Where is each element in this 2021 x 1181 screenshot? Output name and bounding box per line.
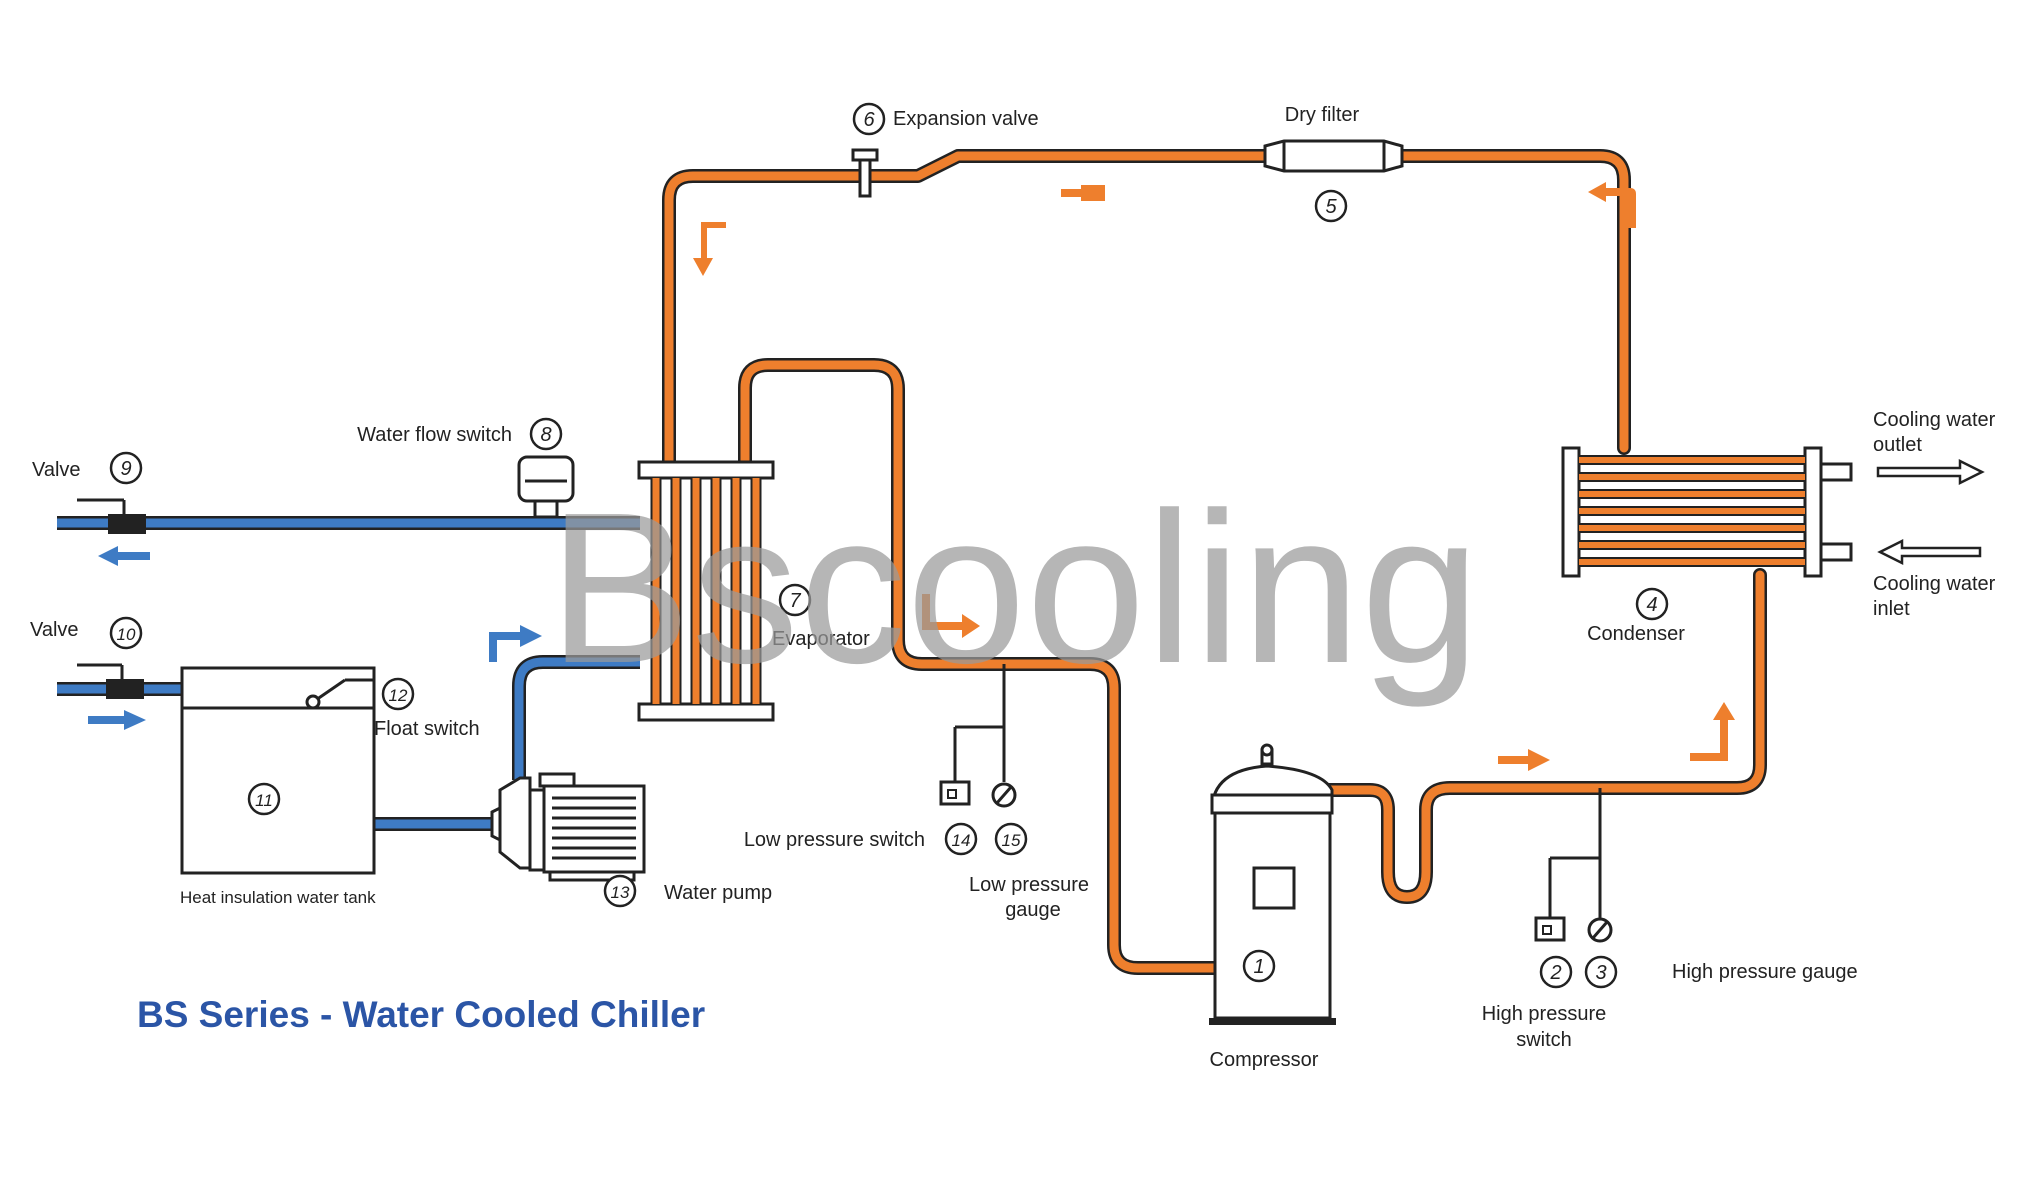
expansion-valve-number: 6 <box>863 109 875 131</box>
cooling-water-outlet-label-1: Cooling water <box>1873 409 1996 431</box>
water-flow-switch <box>517 455 575 519</box>
evaporator-number: 7 <box>789 590 801 612</box>
component-labels: Compressor High pressure switch High pre… <box>30 104 1996 1071</box>
arrow-right-outline-icon <box>1876 458 1985 486</box>
dry-filter-number: 5 <box>1325 196 1337 218</box>
high-pressure-switch-label-2: switch <box>1516 1029 1572 1051</box>
water-piping <box>57 516 640 831</box>
condenser <box>1561 446 1853 578</box>
component-number-circles <box>109 102 1669 989</box>
water-flow-switch-number: 8 <box>540 424 551 446</box>
compressor <box>1209 743 1336 1025</box>
arrow-right-icon <box>1498 749 1550 771</box>
component-numbers: 1 2 3 4 5 6 7 8 9 10 11 12 13 14 15 <box>117 109 1658 984</box>
compressor-number: 1 <box>1253 956 1264 978</box>
high-pressure-gauge-symbol <box>1587 917 1613 943</box>
arrow-up-icon <box>1690 702 1735 761</box>
cooling-water-outlet-label-2: outlet <box>1873 434 1922 456</box>
arrow-right-icon <box>88 710 146 730</box>
valve-inlet-label: Valve <box>30 619 79 641</box>
low-pressure-switch-number: 14 <box>952 831 971 850</box>
condenser-number: 4 <box>1646 594 1657 616</box>
valve-inlet <box>77 663 144 699</box>
arrow-down-icon <box>693 214 726 276</box>
evaporator <box>637 460 775 722</box>
low-pressure-gauge-label-1: Low pressure <box>969 874 1089 896</box>
expansion-valve <box>851 148 879 198</box>
arrow-left-outline-icon <box>1877 538 1982 566</box>
low-pressure-switch-symbol <box>939 780 971 806</box>
water-tank <box>180 666 376 875</box>
high-pressure-gauge-label: High pressure gauge <box>1672 961 1858 983</box>
condenser-label: Condenser <box>1587 623 1685 645</box>
arrow-left-icon <box>98 546 150 566</box>
watermark: Bscooling <box>548 467 1480 708</box>
arrow-corner-icon <box>1588 182 1636 228</box>
arrow-left-icon <box>1061 185 1105 201</box>
cooling-water-arrows <box>1876 458 1985 566</box>
arrow-up-right-icon <box>481 625 542 662</box>
water-flow-switch-label: Water flow switch <box>357 424 512 446</box>
float-switch-number: 12 <box>389 686 408 705</box>
low-pressure-gauge-label-2: gauge <box>1005 899 1061 921</box>
water-flow-arrows <box>88 546 542 730</box>
valve-outlet <box>77 498 146 534</box>
cooling-water-inlet-label-2: inlet <box>1873 598 1910 620</box>
high-pressure-taps <box>1548 788 1602 918</box>
water-tank-label: Heat insulation water tank <box>180 888 376 907</box>
dry-filter <box>1263 139 1404 173</box>
high-pressure-switch-symbol <box>1534 916 1566 942</box>
expansion-valve-label: Expansion valve <box>893 108 1039 130</box>
low-pressure-taps <box>953 664 1006 782</box>
float-switch <box>305 678 374 710</box>
arrow-right-turn-icon <box>922 594 980 638</box>
high-pressure-switch-label-1: High pressure <box>1482 1003 1607 1025</box>
low-pressure-gauge-number: 15 <box>1002 831 1021 850</box>
water-tank-number: 11 <box>255 791 273 810</box>
water-pump-number: 13 <box>611 883 630 902</box>
page-title: BS Series - Water Cooled Chiller <box>137 994 705 1035</box>
dry-filter-label: Dry filter <box>1285 104 1360 126</box>
high-pressure-switch-number: 2 <box>1549 962 1561 984</box>
low-pressure-gauge-symbol <box>991 782 1017 808</box>
valve-inlet-number: 10 <box>117 625 136 644</box>
valve-outlet-number: 9 <box>120 458 131 480</box>
high-pressure-gauge-number: 3 <box>1595 962 1606 984</box>
water-pump <box>490 772 646 882</box>
compressor-label: Compressor <box>1210 1049 1319 1071</box>
water-pump-label: Water pump <box>664 882 772 904</box>
float-switch-label: Float switch <box>374 718 480 740</box>
refrigerant-piping-fill <box>664 151 1765 973</box>
cooling-water-inlet-label-1: Cooling water <box>1873 573 1996 595</box>
low-pressure-switch-label: Low pressure switch <box>744 829 925 851</box>
evaporator-label: Evaporator <box>772 628 870 650</box>
refrigerant-flow-arrows <box>693 182 1735 771</box>
valve-outlet-label: Valve <box>32 459 81 481</box>
